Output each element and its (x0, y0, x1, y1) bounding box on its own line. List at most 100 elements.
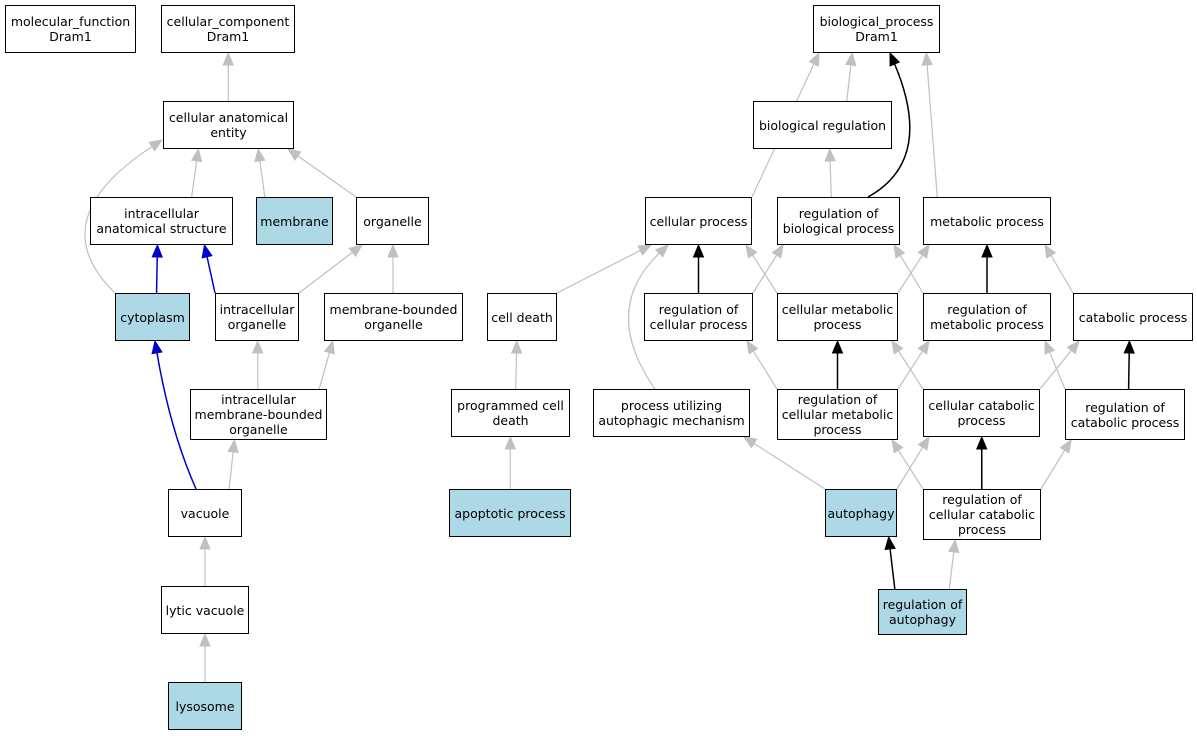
edge-cell_death-to-cell_proc (556, 249, 641, 294)
edge-cytoplasm-to-ias (155, 256, 158, 294)
arrowhead-cell_death-to-cell_proc (637, 244, 653, 256)
node-cell-death[interactable]: cell death (487, 293, 557, 341)
edge-cytoplasm-to-cae (84, 146, 153, 294)
arrowhead-imbo-to-mbo (323, 339, 335, 355)
edge-reg_cat-to-reg_met (1049, 351, 1066, 390)
edge-reg_met-to-reg_bio (899, 254, 924, 294)
arrowhead-cytoplasm-to-ias (151, 243, 163, 258)
node-metabolic-process[interactable]: metabolic process (923, 197, 1051, 245)
arrowhead-mbo-to-organelle (387, 243, 399, 258)
node-lysosome[interactable]: lysosome (168, 682, 242, 730)
arrowhead-lytic-to-vacuole (199, 535, 211, 550)
node-intracellular-organelle[interactable]: intracellular organelle (215, 293, 299, 341)
node-regulation-of-autophagy[interactable]: regulation of autophagy (878, 589, 967, 635)
arrowhead-met_proc-to-bp_root (921, 51, 933, 66)
arrowhead-reg_cell_met-to-cell_met (831, 339, 844, 354)
edge-reg_cell_cat-to-reg_cat (1040, 449, 1066, 490)
edge-cell_cat-to-cell_met (898, 350, 924, 390)
arrowhead-intra_org-to-ias (201, 243, 213, 259)
edge-cell_met-to-met_proc (897, 254, 923, 294)
edge-pua-to-cell_proc (627, 252, 660, 390)
arrowhead-vacuole-to-imbo (227, 438, 239, 454)
node-regulation-of-catabolic-process[interactable]: regulation of catabolic process (1065, 389, 1185, 440)
arrowhead-pua-to-cell_proc (654, 244, 669, 258)
node-membrane-bounded-organelle[interactable]: membrane-bounded organelle (324, 293, 463, 341)
arrowhead-cell_proc-to-bp_root (808, 51, 820, 67)
arrowhead-cat_proc-to-met_proc (1044, 243, 1057, 259)
edge-reg_cat-to-cat_proc (1127, 352, 1130, 390)
edge-membrane-to-cae (259, 160, 266, 198)
edge-cell_cat-to-cat_proc (1039, 349, 1072, 390)
node-process-utilizing-autophagic-mechanism[interactable]: process utilizing autophagic mechanism (593, 389, 750, 437)
edge-reg_auto-to-reg_cell_cat (948, 551, 955, 590)
edge-intra_org-to-ias (206, 256, 216, 294)
edge-ias-to-cae (191, 160, 198, 198)
arrowhead-reg_met-to-reg_bio (893, 243, 906, 259)
arrowhead-pcd-to-cell_death (510, 339, 523, 354)
edge-reg_bio-to-bio_reg (829, 160, 832, 198)
arrowhead-cell_met-to-cell_proc (745, 243, 758, 259)
node-cellular-catabolic-process[interactable]: cellular catabolic process (923, 389, 1040, 437)
arrowhead-reg_bio-to-bio_reg (824, 147, 836, 162)
arrowhead-autophagy-to-pua (742, 436, 758, 449)
arrowhead-reg_cell_met-to-reg_cell (746, 339, 759, 355)
arrowhead-reg_cell-to-cell_proc (692, 243, 705, 258)
arrowhead-cytoplasm-to-cae (148, 139, 164, 152)
arrowhead-intra_org-to-organelle (348, 244, 364, 258)
node-regulation-of-metabolic-process[interactable]: regulation of metabolic process (923, 293, 1051, 341)
edge-autophagy-to-pua (753, 442, 826, 490)
edge-cell_met-to-cell_proc (752, 254, 778, 294)
node-programmed-cell-death[interactable]: programmed cell death (451, 389, 570, 437)
edge-imbo-to-mbo (318, 352, 331, 390)
node-intracellular-membrane-bounded-organelle[interactable]: intracellular membrane-bounded organelle (190, 389, 327, 440)
arrowhead-reg_cell_cat-to-reg_cat (1059, 438, 1072, 454)
arrowhead-ias-to-cae (190, 147, 203, 163)
arrowhead-reg_cell_cat-to-cell_cat (975, 435, 988, 450)
node-cellular-metabolic-process[interactable]: cellular metabolic process (777, 293, 898, 341)
arrowhead-reg_cell_cat-to-reg_cell_met (891, 438, 904, 454)
arrowhead-cell_met-to-met_proc (917, 243, 930, 259)
arrowhead-bio_reg-to-bp_root (845, 51, 857, 67)
node-regulation-of-cellular-metabolic-process[interactable]: regulation of cellular metabolic process (777, 389, 898, 440)
edge-pcd-to-cell_death (515, 352, 518, 390)
node-vacuole[interactable]: vacuole (168, 489, 242, 537)
node-organelle[interactable]: organelle (356, 197, 429, 245)
node-biological-process[interactable]: biological_process Dram1 (813, 5, 940, 53)
node-regulation-of-cellular-process[interactable]: regulation of cellular process (644, 293, 753, 341)
arrowhead-membrane-to-cae (254, 147, 266, 163)
edge-reg_auto-to-autophagy (889, 548, 896, 590)
edge-reg_bio-to-bp_root (867, 63, 911, 198)
arrowhead-organelle-to-cae (286, 148, 302, 161)
arrowhead-lysosome-to-lytic (199, 632, 211, 647)
node-intracellular-anatomical-structure[interactable]: intracellular anatomical structure (90, 197, 233, 245)
node-catabolic-process[interactable]: catabolic process (1073, 293, 1193, 341)
node-cytoplasm[interactable]: cytoplasm (115, 293, 190, 341)
arrowhead-reg_bio-to-bp_root (889, 51, 901, 67)
node-apoptotic-process[interactable]: apoptotic process (449, 489, 571, 537)
node-cellular-component[interactable]: cellular_component Dram1 (161, 5, 295, 53)
arrowhead-reg_auto-to-autophagy (884, 535, 896, 551)
edge-cat_proc-to-met_proc (1050, 255, 1074, 294)
edge-reg_cell_cat-to-reg_cell_met (897, 449, 924, 490)
arrowhead-vacuole-to-cytoplasm (151, 339, 163, 355)
arrowhead-reg_auto-to-reg_cell_cat (948, 538, 960, 554)
edge-met_proc-to-bp_root (926, 64, 938, 198)
arrowhead-reg_cat-to-reg_met (1044, 339, 1056, 355)
edge-bio_reg-to-bp_root (846, 64, 852, 102)
arrowhead-reg_cat-to-cat_proc (1123, 339, 1135, 354)
node-molecular-function[interactable]: molecular_function Dram1 (5, 5, 136, 53)
node-biological-regulation[interactable]: biological regulation (753, 101, 892, 149)
node-regulation-of-cellular-catabolic-process[interactable]: regulation of cellular catabolic process (923, 489, 1041, 540)
edge-vacuole-to-imbo (228, 451, 234, 490)
edge-intra_org-to-organelle (298, 251, 353, 294)
node-autophagy[interactable]: autophagy (825, 489, 897, 537)
arrowhead-reg_cell-to-reg_bio (771, 243, 784, 259)
node-lytic-vacuole[interactable]: lytic vacuole (161, 586, 249, 634)
node-membrane[interactable]: membrane (256, 197, 333, 245)
node-regulation-of-biological-process[interactable]: regulation of biological process (777, 197, 900, 245)
node-cellular-anatomical-entity[interactable]: cellular anatomical entity (163, 101, 294, 149)
arrowhead-autophagy-to-cell_cat (917, 435, 930, 451)
node-cellular-process[interactable]: cellular process (645, 197, 752, 245)
